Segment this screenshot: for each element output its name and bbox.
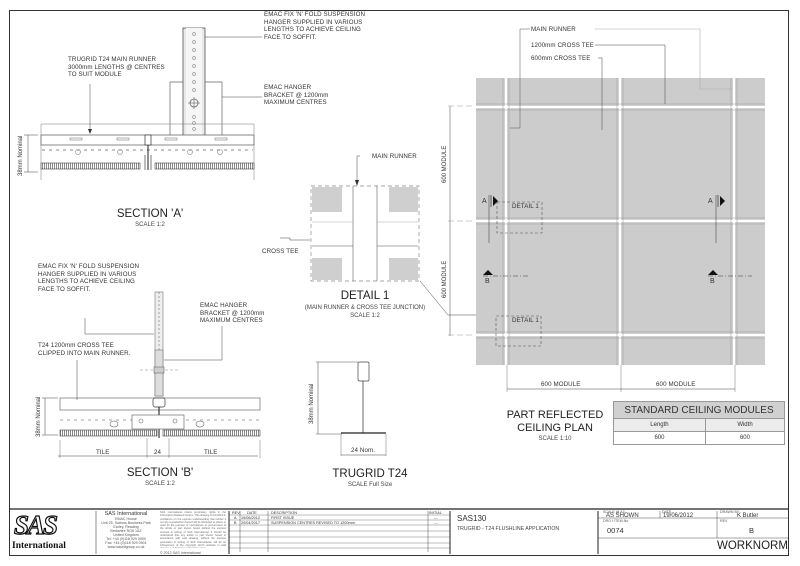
worknorm-brand: WORKNORM <box>717 540 788 552</box>
section-b-drawing <box>42 291 261 458</box>
plan-section-a-marker-right: A <box>708 198 713 205</box>
section-a-main-runner-note: TRUGRID T24 MAIN RUNNER 3000mm LENGTHS @… <box>68 56 165 79</box>
sas-logo: SAS International <box>12 509 92 554</box>
scale-label: SCALE @ A3 <box>603 510 625 514</box>
revision-label: REV <box>720 519 728 523</box>
trugrid-scale: SCALE Full Size <box>347 482 393 488</box>
section-a-title: SECTION 'A' <box>116 208 184 220</box>
section-b-title: SECTION 'B' <box>126 467 194 479</box>
section-b-cross-tee-note: T24 1200mm CROSS TEE CLIPPED INTO MAIN R… <box>38 342 131 357</box>
plan-vertical-dim-top: 600 MODULE <box>442 145 448 183</box>
section-a-hanger-note: EMAC FIX 'N' FOLD SUSPENSION HANGER SUPP… <box>264 11 366 41</box>
plan-title-line1: PART REFLECTED <box>506 409 604 421</box>
plan-scale: SCALE 1:10 <box>538 436 572 442</box>
date-value: 19/06/2012 <box>663 513 694 519</box>
detail-1-title: DETAIL 1 <box>340 290 390 302</box>
section-a-scale: SCALE 1:2 <box>135 222 165 228</box>
drawn-by-label: DRAWN BY <box>720 510 740 514</box>
sas-logo-mark: SAS <box>13 509 58 540</box>
section-b-scale: SCALE 1:2 <box>145 481 175 487</box>
drawing-number-value: 0074 <box>607 526 624 535</box>
plan-detail-1-label-bottom: DETAIL 1 <box>512 317 539 324</box>
section-b-hanger-note: EMAC FIX 'N' FOLD SUSPENSION HANGER SUPP… <box>38 263 140 293</box>
company-address: SAS International EMAC House Unit 25, Su… <box>101 511 151 549</box>
detail-1-drawing <box>280 155 480 316</box>
standard-modules-width-value: 600 <box>704 431 786 445</box>
plan-main-runner-label: MAIN RUNNER <box>531 26 576 33</box>
detail-1-cross-tee-label: CROSS TEE <box>262 248 299 255</box>
plan-section-b-marker-left: B <box>485 278 490 285</box>
section-b-bracket-note: EMAC HANGER BRACKET @ 1200mm MAXIMUM CEN… <box>200 302 265 325</box>
section-b-dim-tile-right: TILE <box>204 449 218 456</box>
section-a-bracket-note: EMAC HANGER BRACKET @ 1200mm MAXIMUM CEN… <box>264 84 329 107</box>
drawing-title: TRUGRID - T24 FLUSHLINE APPLICATION <box>457 526 560 532</box>
trugrid-title: TRUGRID T24 <box>332 468 408 480</box>
drawing-sheet <box>9 10 789 556</box>
standard-modules-title: STANDARD CEILING MODULES <box>613 401 785 419</box>
standard-modules-length-value: 600 <box>613 431 706 445</box>
trugrid-width-dimension: 24 Nom. <box>351 447 376 454</box>
scale-value: AS SHOWN <box>606 513 639 519</box>
detail-1-scale: SCALE 1:2 <box>350 313 380 319</box>
plan-600-cross-tee-label: 600mm CROSS TEE <box>531 55 591 62</box>
plan-section-b-marker-right: B <box>710 278 715 285</box>
standard-modules-header-width: Width <box>704 418 786 432</box>
section-b-height-dimension: 38mm Nominal <box>36 396 42 437</box>
trugrid-t24-drawing <box>316 361 387 456</box>
plan-section-a-marker-left: A <box>482 198 487 205</box>
section-b-dim-tile-left: TILE <box>96 449 110 456</box>
standard-modules-header-length: Length <box>613 418 706 432</box>
drawing-number-label: DRG / ITEM No. <box>603 519 630 523</box>
plan-detail-1-label-top: DETAIL 1 <box>512 203 539 210</box>
ceiling-plan-drawing <box>448 28 765 392</box>
plan-horizontal-dim-left: 600 MODULE <box>541 381 581 388</box>
title-block-lines <box>9 508 789 554</box>
trugrid-height-dimension: 38mm Nominal <box>309 383 315 424</box>
section-a-drawing <box>24 27 262 180</box>
plan-horizontal-dim-right: 600 MODULE <box>656 381 696 388</box>
copyright: © 2012 SAS International <box>160 551 201 555</box>
plan-vertical-dim-bottom: 600 MODULE <box>442 260 448 298</box>
plan-1200-cross-tee-label: 1200mm CROSS TEE <box>531 42 595 49</box>
drawing-code: SAS130 <box>457 514 487 523</box>
section-a-height-dimension: 38mm Nominal <box>18 135 24 176</box>
drawn-by-value: K Butler <box>737 513 759 519</box>
sas-logo-subtitle: International <box>12 541 66 551</box>
table-row: 600 600 <box>613 431 786 445</box>
legal-notice: SAS International claims proprietary rig… <box>160 511 226 548</box>
date-label: DATE <box>662 510 672 514</box>
detail-1-subtitle: (MAIN RUNNER & CROSS TEE JUNCTION) <box>304 305 426 311</box>
standard-ceiling-modules-table: STANDARD CEILING MODULES Length Width 60… <box>613 401 786 445</box>
plan-title-line2: CEILING PLAN <box>517 422 593 434</box>
detail-1-main-runner-label: MAIN RUNNER <box>372 153 417 160</box>
revision-value: B <box>749 526 755 535</box>
section-b-dim-24: 24 <box>154 449 162 456</box>
